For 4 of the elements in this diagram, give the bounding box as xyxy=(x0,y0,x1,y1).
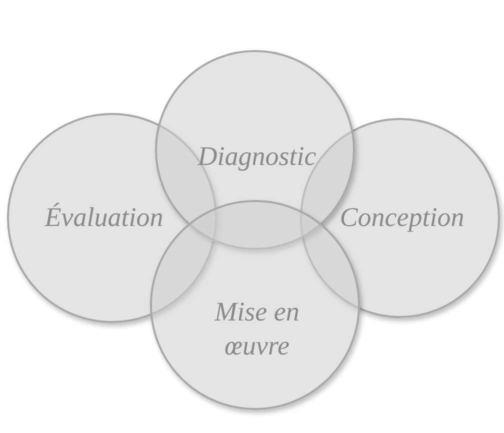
circle-label: Évaluation xyxy=(44,201,164,234)
circle-label: Diagnostic xyxy=(196,140,318,174)
circle-label: Mise en œuvre xyxy=(213,295,300,362)
circle-label: Conception xyxy=(338,201,466,234)
